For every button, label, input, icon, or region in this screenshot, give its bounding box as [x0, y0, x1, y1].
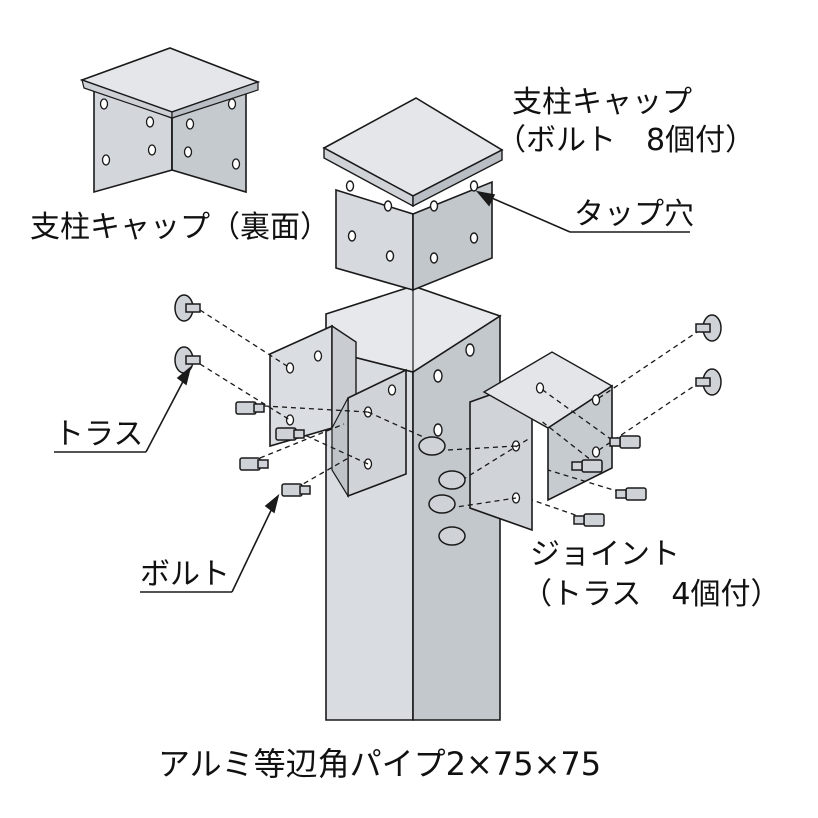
joint-right	[469, 351, 614, 532]
cap-back-view	[79, 47, 261, 194]
callout-lines	[54, 190, 690, 593]
bolt-label: ボルト	[140, 557, 230, 592]
truss-label: トラス	[54, 417, 144, 452]
truss-fastener	[174, 294, 722, 546]
tap-hole-label: タップ穴	[574, 197, 694, 232]
cap-bolt-note-label: （ボルト 8個付）	[496, 123, 756, 158]
dashed-leaders	[199, 309, 701, 519]
cap-title-label: 支柱キャップ	[512, 85, 692, 120]
joint-left	[269, 324, 407, 499]
bolt-fastener	[235, 401, 647, 527]
post-cap	[322, 97, 504, 292]
joint-note-label: （トラス 4個付）	[522, 577, 781, 612]
pipe-label: アルミ等辺角パイプ2×75×75	[158, 745, 602, 783]
joint-title-label: ジョイント	[530, 537, 680, 572]
cap-back-label: 支柱キャップ（裏面）	[30, 210, 330, 245]
